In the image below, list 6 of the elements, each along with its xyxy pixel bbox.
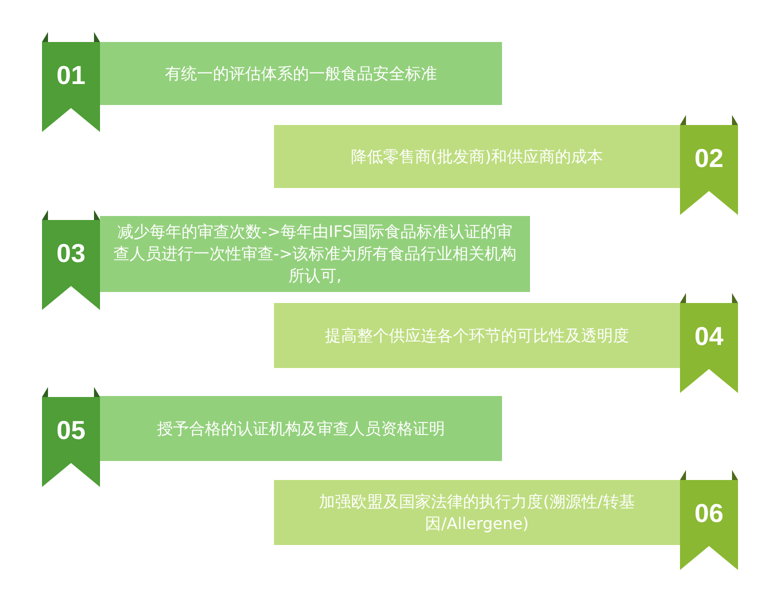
text-banner: 授予合格的认证机构及审查人员资格证明 <box>100 396 502 461</box>
text-banner: 提高整个供应连各个环节的可比性及透明度 <box>274 303 680 368</box>
text-banner: 加强欧盟及国家法律的执行力度(溯源性/转基因/Allergene) <box>274 480 680 545</box>
text-banner: 降低零售商(批发商)和供应商的成本 <box>274 125 680 188</box>
text-banner: 有统一的评估体系的一般食品安全标准 <box>100 42 502 105</box>
text-banner: 减少每年的审查次数->每年由IFS国际食品标准认证的审查人员进行一次性审查->该标准为所有食品行业相关机构所认可, <box>100 216 530 292</box>
